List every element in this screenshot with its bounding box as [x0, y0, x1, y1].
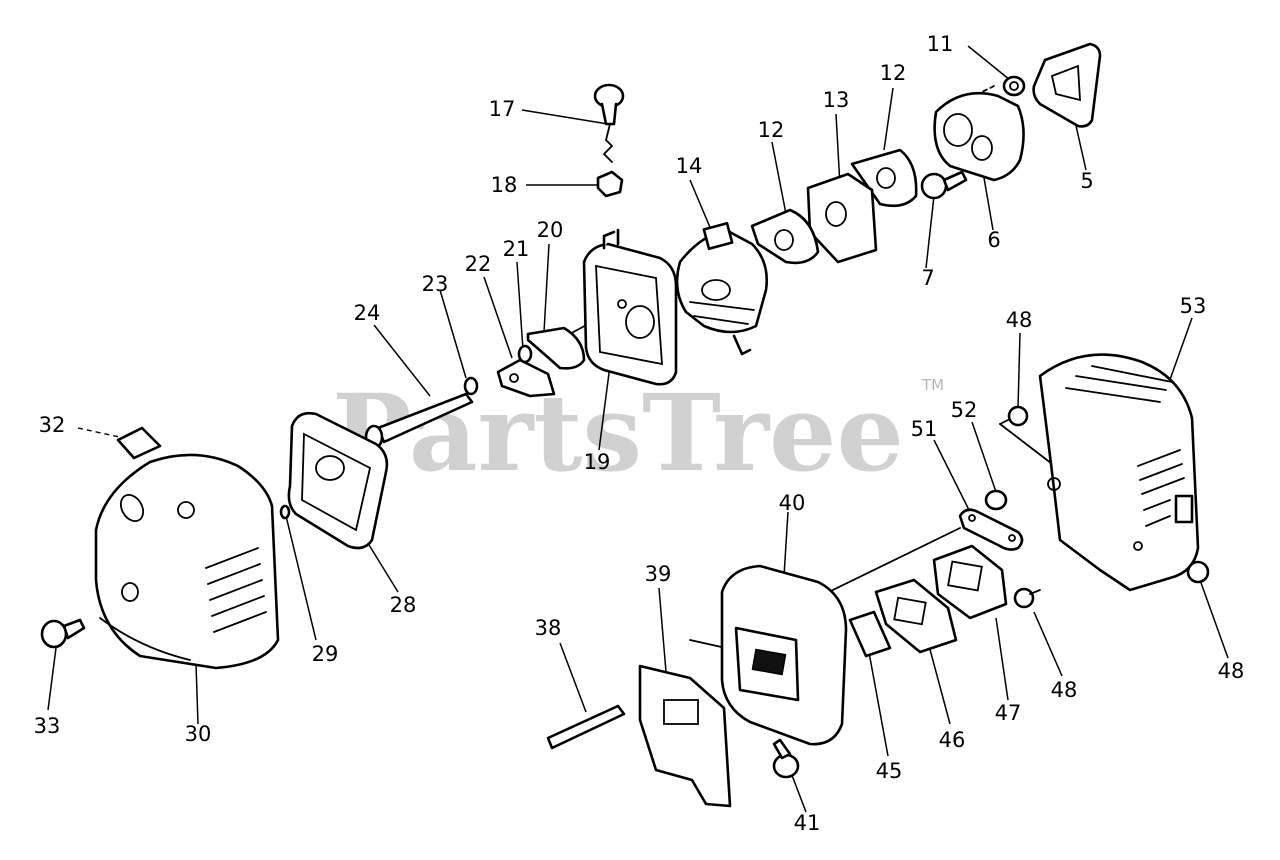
part-24-bolt — [364, 392, 474, 450]
callout-12-upper: 12 — [880, 61, 907, 85]
part-5-gasket — [1032, 42, 1102, 128]
callout-23: 23 — [422, 272, 449, 296]
callout-11: 11 — [927, 32, 954, 56]
callout-48-right: 48 — [1218, 659, 1245, 683]
part-38-rod — [546, 704, 626, 750]
callout-51: 51 — [911, 417, 938, 441]
callout-17: 17 — [489, 97, 516, 121]
watermark-text: PartsTree — [332, 370, 904, 495]
part-12-gasket-lower — [750, 208, 820, 265]
part-41-bolt — [772, 738, 800, 779]
part-20-choke-plate — [526, 326, 586, 370]
callout-52: 52 — [951, 398, 978, 422]
callout-labels: 11 5 12 13 12 14 17 18 6 7 20 21 22 23 2… — [34, 32, 1245, 835]
callout-14: 14 — [676, 154, 703, 178]
leader-lines — [47, 45, 1229, 813]
callout-48-upper: 48 — [1006, 308, 1033, 332]
callout-22: 22 — [465, 252, 492, 276]
callout-19: 19 — [584, 450, 611, 474]
part-40-muffler — [720, 564, 848, 746]
part-19-air-cleaner-body — [582, 228, 678, 386]
part-48-screw-lower — [1013, 587, 1041, 609]
callout-46: 46 — [939, 728, 966, 752]
callout-21: 21 — [503, 237, 530, 261]
callout-48-lower: 48 — [1051, 678, 1078, 702]
part-48-screw-upper — [999, 405, 1029, 427]
callout-29: 29 — [312, 642, 339, 666]
callout-40: 40 — [779, 491, 806, 515]
callout-24: 24 — [354, 301, 381, 325]
part-45-gasket — [848, 610, 892, 658]
part-33-screw — [40, 618, 86, 649]
part-17-primer-knob — [593, 83, 625, 163]
callout-20: 20 — [537, 218, 564, 242]
callout-39: 39 — [645, 562, 672, 586]
callout-7: 7 — [921, 266, 934, 290]
callout-18: 18 — [491, 173, 518, 197]
part-51-plate — [958, 508, 1024, 551]
callout-32: 32 — [39, 413, 66, 437]
part-46-cooling-plate — [874, 578, 958, 654]
part-14-carburetor — [675, 221, 768, 356]
callout-38: 38 — [535, 616, 562, 640]
part-28-air-filter-element — [287, 411, 389, 550]
callout-47: 47 — [995, 701, 1022, 725]
part-11-spacer — [1002, 75, 1026, 97]
part-18-nut — [596, 170, 624, 198]
part-22-choke-lever — [496, 358, 556, 398]
part-6-air-cleaner-case — [933, 92, 1025, 182]
part-30-air-cleaner-cover — [94, 453, 280, 670]
part-53-cylinder-cover — [1038, 353, 1200, 592]
part-52-spacer — [984, 489, 1008, 511]
callout-33: 33 — [34, 714, 61, 738]
watermark-trademark: TM — [921, 376, 944, 394]
callout-30: 30 — [185, 722, 212, 746]
part-23-washer — [463, 376, 479, 396]
callout-28: 28 — [390, 593, 417, 617]
part-48-screw-right — [1186, 560, 1210, 584]
part-29-o-ring — [279, 504, 291, 520]
part-39-heat-shield — [638, 664, 732, 808]
part-47-gasket — [932, 544, 1008, 620]
part-7-screw — [920, 170, 968, 200]
callout-13: 13 — [823, 88, 850, 112]
callout-12-lower: 12 — [758, 118, 785, 142]
callout-41: 41 — [794, 811, 821, 835]
callout-6: 6 — [987, 228, 1000, 252]
part-12-gasket-upper — [850, 148, 918, 208]
part-32-label — [116, 426, 162, 460]
callout-45: 45 — [876, 759, 903, 783]
callout-53: 53 — [1180, 294, 1207, 318]
callout-5: 5 — [1080, 169, 1093, 193]
